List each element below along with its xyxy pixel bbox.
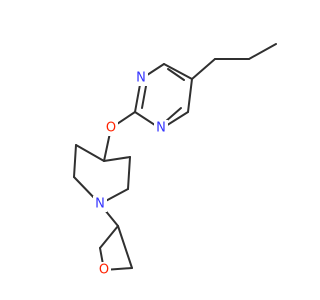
bond-oxetane-c3-c2: [99, 225, 119, 249]
bond-ethyl-ring-c5: [191, 58, 216, 80]
bond-pyrimidine-c5-c4: [163, 63, 193, 80]
bond-pyrimidine-c6-c5: [187, 78, 193, 113]
oxetane-oxygen-label: O: [97, 262, 111, 278]
bond-piperidine-c4-c3: [75, 144, 105, 162]
ether-oxygen-text: O: [106, 121, 116, 136]
pyrimidine-n-top-label: N: [134, 70, 148, 86]
bonds: [73, 43, 277, 271]
bond-piperidine-c5-c4: [103, 156, 131, 162]
bond-ethyl-ch3-ch2: [248, 43, 277, 60]
pyrimidine-n-bottom-label: N: [154, 120, 168, 136]
atom-labels: N N O N O: [93, 70, 168, 278]
bond-piperidine-c3-c2: [73, 144, 77, 178]
piperidine-nitrogen-label: N: [93, 196, 107, 212]
pyrimidine-n-bottom-text: N: [156, 121, 166, 136]
molecule-structure: N N O N O: [73, 43, 277, 278]
bond-pyrimidine-inner-1: [167, 68, 185, 81]
bond-oxetane-c4-c3: [117, 225, 133, 269]
bond-piperidine-c6-c5: [127, 156, 131, 190]
ether-oxygen-label: O: [104, 120, 118, 136]
bond-pyrimidine-inner-3: [164, 107, 182, 123]
piperidine-nitrogen-text: N: [95, 197, 105, 212]
bond-pyrimidine-inner-2: [141, 85, 147, 109]
pyrimidine-n-top-text: N: [136, 71, 146, 86]
oxetane-oxygen-text: O: [99, 263, 109, 278]
